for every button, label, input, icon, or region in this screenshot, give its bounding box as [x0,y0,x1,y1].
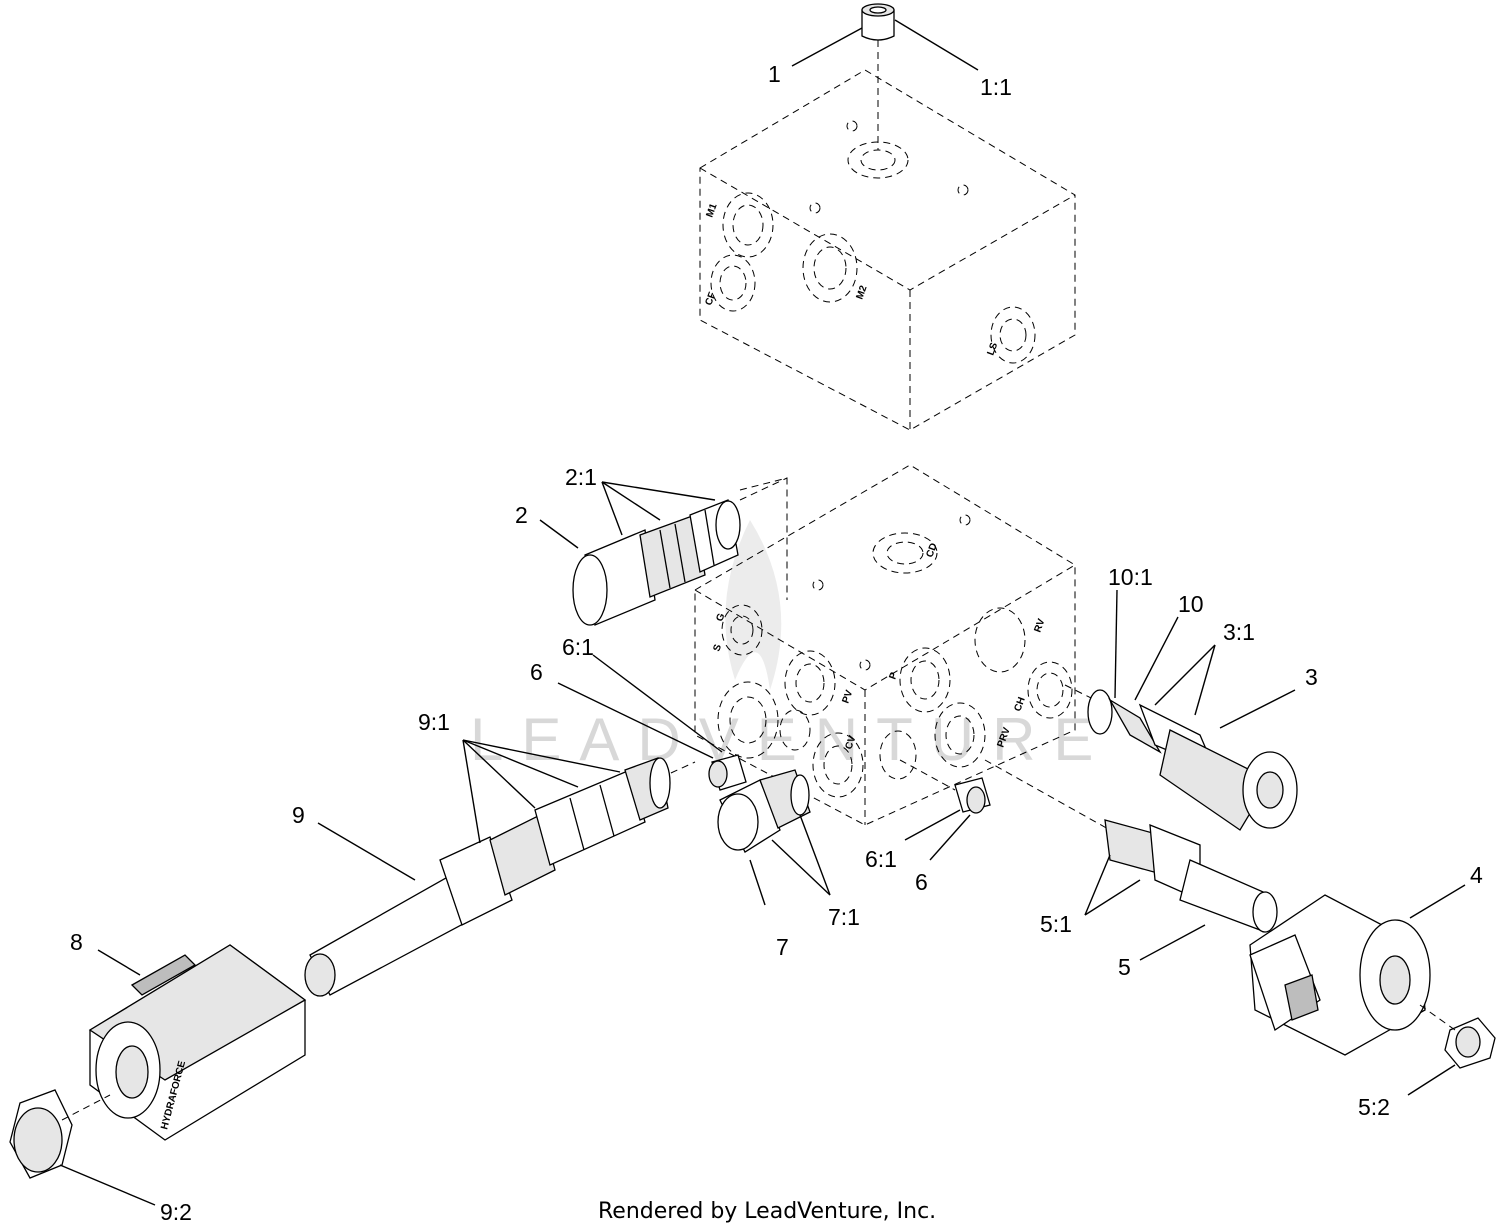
port-label-ch: CH [1012,696,1027,713]
port-label-pv: PV [840,688,855,705]
nut-9-2 [9,1089,111,1179]
cartridge-valve-5 [984,759,1278,933]
callout-6-left: 6 [530,659,543,685]
callout-6-right: 6 [915,869,928,895]
callout-9-1: 9:1 [418,709,450,735]
callout-1: 1 [768,61,781,87]
port-label-s: S [711,643,724,653]
callout-6-1-right: 6:1 [865,846,897,872]
watermark-text: LEADVENTURE [470,706,1111,773]
port-label-cd: CD [924,542,939,559]
cartridge-valve-3 [1064,684,1298,831]
plug-6-left [708,754,747,791]
leader-lines [59,19,1466,1206]
callout-3: 3 [1305,664,1318,690]
port-label-rv: RV [1032,617,1047,634]
callout-10-1: 10:1 [1108,564,1153,590]
callout-5: 5 [1118,954,1131,980]
callout-5-1: 5:1 [1040,911,1072,937]
lower-manifold-block: CD G S PV CV P PRV RV CH [694,464,1076,826]
callout-9: 9 [292,802,305,828]
callout-6-1-left: 6:1 [562,634,594,660]
plug-1 [861,3,895,150]
callout-labels: 1 1:1 2:1 2 10:1 10 3:1 3 6:1 6 9:1 9 6:… [70,61,1483,1225]
callout-2-1: 2:1 [565,464,597,490]
callout-4: 4 [1470,862,1483,888]
plug-7 [717,769,811,853]
footer-credit: Rendered by LeadVenture, Inc. [598,1199,936,1224]
solenoid-coil-4 [1249,894,1431,1056]
plug-6-right [899,759,991,814]
callout-2: 2 [515,502,528,528]
nut-5-2 [1419,1004,1496,1069]
port-label-g: G [714,612,727,623]
callout-5-2: 5:2 [1358,1094,1390,1120]
cartridge-valve-2 [572,477,788,626]
callout-10: 10 [1178,591,1204,617]
callout-8: 8 [70,929,83,955]
callout-7: 7 [776,934,789,960]
port-label-cf: CF [703,291,718,307]
callout-1-1: 1:1 [980,74,1012,100]
cartridge-valve-9 [304,757,696,997]
port-label-cv: CV [843,734,858,751]
port-label-ls: LS [985,341,1000,357]
solenoid-coil-8: HYDRAFORCE [88,944,307,1141]
upper-manifold-block: M1 M2 CF LS [699,69,1076,431]
port-label-m1: M1 [704,202,719,219]
callout-7-1: 7:1 [828,904,860,930]
port-label-p: P [887,671,900,681]
callout-9-2: 9:2 [160,1199,192,1225]
port-label-m2: M2 [854,284,869,301]
callout-3-1: 3:1 [1223,619,1255,645]
watermark: LEADVENTURE [470,520,1111,773]
